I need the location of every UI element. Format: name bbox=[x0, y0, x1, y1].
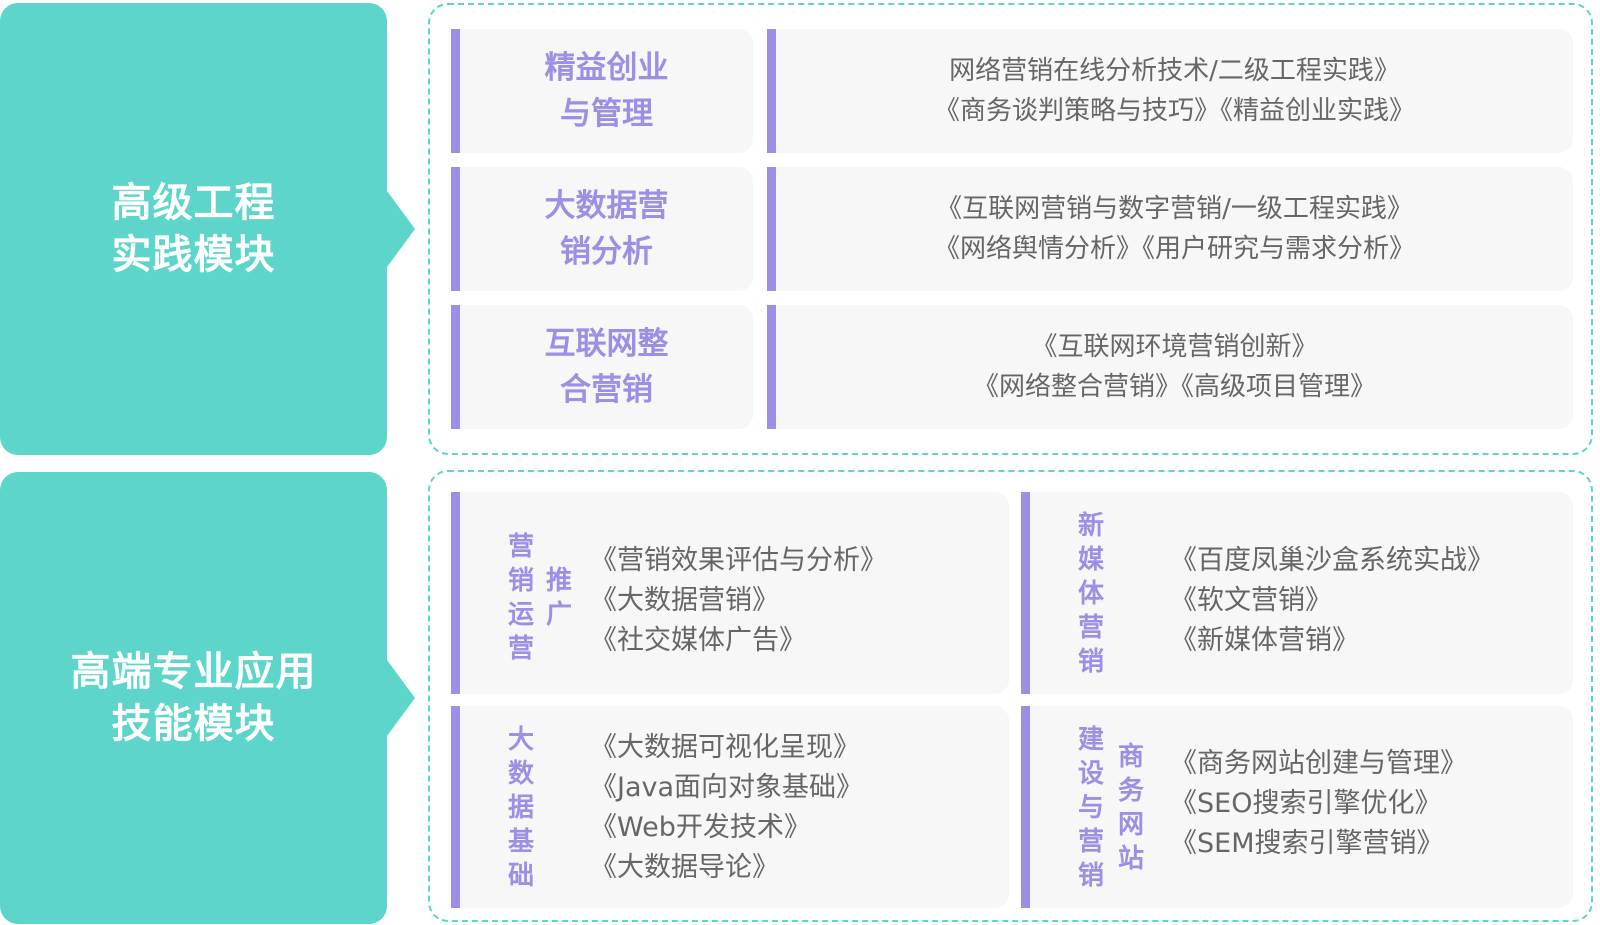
skill-topic-label: 商务网站 bbox=[1117, 742, 1144, 874]
skill-topic-label: 新媒体营销 bbox=[1077, 511, 1104, 677]
topic-card: 大数据营 销分析 bbox=[451, 167, 753, 291]
topic-card: 互联网整 合营销 bbox=[451, 305, 753, 429]
course-card: 网络营销在线分析技术/二级工程实践》 《商务谈判策略与技巧》《精益创业实践》 bbox=[767, 29, 1573, 153]
skill-card-new-media: 新媒体营销 《百度凤巢沙盒系统实战》 《软文营销》 《新媒体营销》 bbox=[1021, 492, 1573, 694]
skill-card-commerce-site: 建设与营销 商务网站 《商务网站创建与管理》 《SEO搜索引擎优化》 《SEM搜… bbox=[1021, 706, 1573, 908]
topic-card: 精益创业 与管理 bbox=[451, 29, 753, 153]
course-card: 《互联网环境营销创新》 《网络整合营销》《高级项目管理》 bbox=[767, 305, 1573, 429]
course-card: 《互联网营销与数字营销/一级工程实践》 《网络舆情分析》《用户研究与需求分析》 bbox=[767, 167, 1573, 291]
skill-courses-group bbox=[428, 470, 1593, 922]
skill-topic-label: 营销运营 bbox=[507, 532, 534, 664]
advanced-courses-group bbox=[428, 3, 1593, 455]
skill-course-list: 《营销效果评估与分析》 《大数据营销》 《社交媒体广告》 bbox=[590, 545, 887, 656]
skill-topic-label: 建设与营销 bbox=[1077, 725, 1104, 891]
skill-topic-label: 推广 bbox=[545, 566, 572, 630]
module-title: 高端专业应用 技能模块 bbox=[70, 649, 317, 747]
skill-card-big-data: 大数据基础 《大数据可视化呈现》 《Java面向对象基础》 《Web开发技术》 … bbox=[451, 706, 1009, 908]
skill-course-list: 《大数据可视化呈现》 《Java面向对象基础》 《Web开发技术》 《大数据导论… bbox=[590, 732, 864, 883]
module-advanced-engineering: 高级工程 实践模块 bbox=[0, 3, 387, 455]
skill-course-list: 《商务网站创建与管理》 《SEO搜索引擎优化》 《SEM搜索引擎营销》 bbox=[1170, 748, 1467, 859]
module-title: 高级工程 实践模块 bbox=[111, 180, 276, 278]
skill-topic-label: 大数据基础 bbox=[507, 725, 534, 891]
skill-course-list: 《百度凤巢沙盒系统实战》 《软文营销》 《新媒体营销》 bbox=[1170, 545, 1494, 656]
module-professional-skills: 高端专业应用 技能模块 bbox=[0, 472, 387, 924]
skill-card-marketing: 营销运营 推广 《营销效果评估与分析》 《大数据营销》 《社交媒体广告》 bbox=[451, 492, 1009, 694]
